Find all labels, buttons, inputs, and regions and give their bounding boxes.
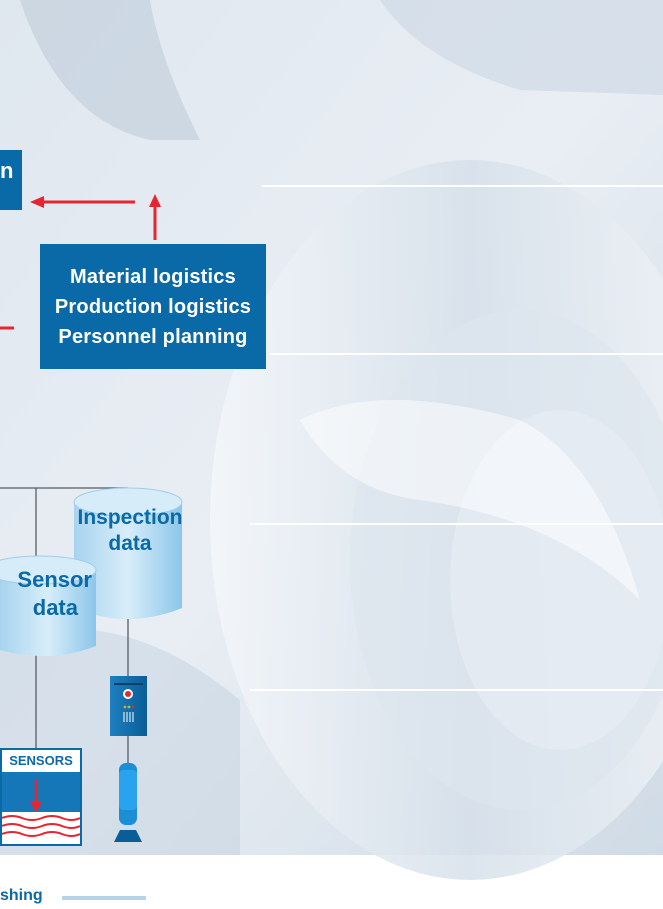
logistics-line-1: Material logistics	[70, 265, 236, 288]
inspection-data-cylinder	[73, 487, 183, 619]
logistics-box: Material logistics Production logistics …	[40, 244, 266, 369]
inspection-data-line-2: data	[108, 532, 152, 555]
sensor-data-label: Sensor data	[0, 566, 92, 622]
sensor-data-line-1: Sensor	[17, 567, 92, 592]
camera-icon	[114, 763, 142, 842]
inspection-data-line-1: Inspection	[77, 506, 183, 529]
wave-icon	[2, 772, 80, 844]
red-arrows	[0, 194, 161, 330]
sensors-label: SENSORS	[9, 753, 73, 768]
sensor-data-cylinder	[0, 555, 97, 657]
cut-off-box: n	[0, 150, 22, 210]
footer-label: shing	[0, 887, 43, 904]
connector-lines	[0, 487, 129, 763]
sensors-box: SENSORS	[0, 748, 82, 846]
cut-off-box-label: n	[0, 158, 14, 183]
sensor-data-line-2: data	[32, 595, 78, 620]
terminal-icon	[110, 676, 147, 736]
inspection-data-label: Inspection data	[76, 505, 184, 557]
logistics-line-3: Personnel planning	[58, 325, 248, 348]
logistics-line-2: Production logistics	[54, 295, 252, 318]
